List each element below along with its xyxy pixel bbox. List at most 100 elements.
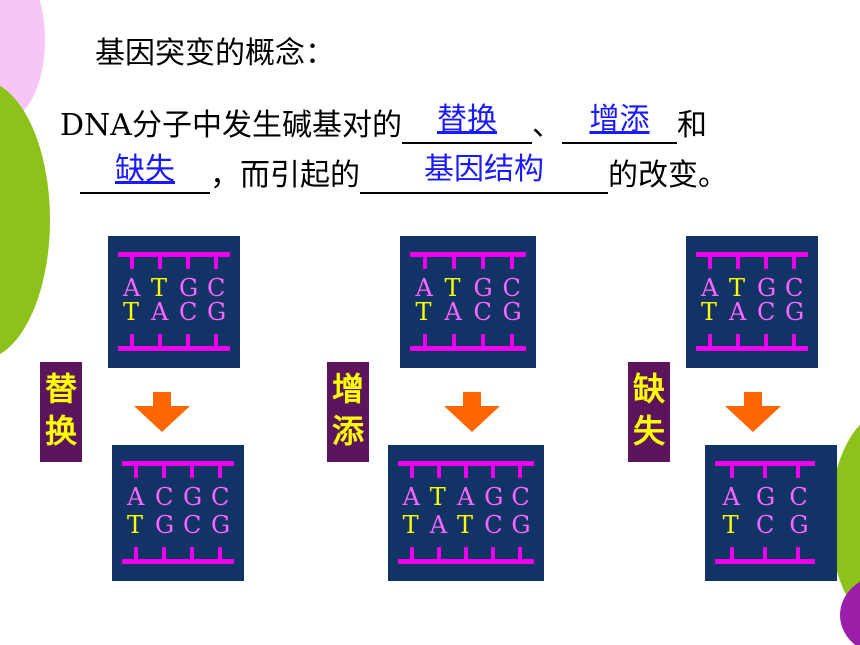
dna-tick bbox=[491, 465, 496, 478]
base-top: A bbox=[415, 274, 433, 302]
dna-tick bbox=[764, 256, 768, 269]
base-top: A bbox=[402, 483, 420, 511]
page-title: 基因突变的概念： bbox=[95, 36, 335, 71]
dna-tick bbox=[491, 547, 496, 560]
blank-2: 增添 bbox=[561, 102, 677, 144]
dna-tick bbox=[186, 334, 190, 347]
dna-tick bbox=[130, 334, 134, 347]
base-bottom: C bbox=[179, 298, 198, 326]
base-top: A bbox=[701, 274, 719, 302]
base-bottom: T bbox=[457, 511, 474, 539]
dna-tick bbox=[162, 465, 166, 478]
dna-tick bbox=[764, 334, 768, 347]
base-top: C bbox=[511, 483, 530, 511]
base-top: T bbox=[729, 274, 746, 302]
dna-tick bbox=[796, 465, 801, 478]
base-top: A bbox=[722, 483, 740, 511]
dna-strand-bottom bbox=[715, 559, 815, 564]
dna-strand-top bbox=[122, 461, 234, 466]
base-bottom: G bbox=[789, 511, 809, 539]
answer-3: 缺失 bbox=[115, 152, 175, 187]
base-top: G bbox=[757, 274, 777, 302]
dna-tick bbox=[214, 334, 218, 347]
base-top: G bbox=[473, 274, 493, 302]
dna-strand-top bbox=[696, 252, 808, 257]
dna-tick bbox=[436, 465, 441, 478]
dna-tick bbox=[792, 256, 796, 269]
dna-tick bbox=[729, 547, 734, 560]
dna-tick bbox=[422, 334, 427, 347]
base-top: G bbox=[484, 483, 504, 511]
dna-tick bbox=[464, 547, 468, 560]
dna-strand-bottom bbox=[118, 346, 230, 351]
dna-tick bbox=[763, 465, 767, 478]
blank-1: 替换 bbox=[401, 102, 532, 144]
dna-tick bbox=[436, 547, 441, 560]
base-top: G bbox=[756, 483, 776, 511]
dna-tick bbox=[214, 256, 218, 269]
dna-tick bbox=[190, 465, 194, 478]
dna-tick bbox=[729, 465, 734, 478]
base-top: C bbox=[502, 274, 521, 302]
base-top: T bbox=[444, 274, 461, 302]
base-top: T bbox=[151, 274, 168, 302]
base-top: G bbox=[183, 483, 203, 511]
base-bottom: C bbox=[757, 298, 776, 326]
base-bottom: G bbox=[785, 298, 805, 326]
dna-tick bbox=[792, 334, 796, 347]
decor-right bbox=[830, 424, 860, 645]
base-bottom: G bbox=[502, 298, 522, 326]
base-top: C bbox=[789, 483, 808, 511]
base-top: T bbox=[429, 483, 446, 511]
base-bottom: A bbox=[429, 511, 448, 539]
dna-tick bbox=[480, 256, 485, 269]
base-bottom: T bbox=[701, 298, 718, 326]
answer-4: 基因结构 bbox=[424, 152, 544, 187]
base-bottom: G bbox=[211, 511, 231, 539]
base-bottom: T bbox=[127, 511, 144, 539]
dna-tick bbox=[708, 334, 712, 347]
base-bottom: A bbox=[729, 298, 747, 326]
base-bottom: T bbox=[402, 511, 419, 539]
sentence-part-1: DNA分子中发生碱基对的 bbox=[60, 108, 402, 143]
blank-3: 缺失 bbox=[80, 152, 210, 194]
dna-tick bbox=[218, 547, 222, 560]
dna-tick bbox=[218, 465, 222, 478]
mutation-type-label: 替换 bbox=[40, 362, 82, 462]
sentence-sep-1: 、 bbox=[531, 108, 562, 143]
answer-1: 替换 bbox=[436, 102, 497, 137]
dna-tick bbox=[736, 256, 740, 269]
base-bottom: T bbox=[722, 511, 739, 539]
base-top: C bbox=[211, 483, 230, 511]
mutation-type-label: 缺失 bbox=[628, 362, 670, 462]
base-bottom: T bbox=[123, 298, 140, 326]
dna-tick bbox=[509, 256, 514, 269]
dna-tick bbox=[708, 256, 712, 269]
blank-4: 基因结构 bbox=[360, 152, 608, 194]
dna-tick bbox=[518, 465, 523, 478]
base-bottom: A bbox=[151, 298, 169, 326]
base-bottom: A bbox=[444, 298, 462, 326]
base-bottom: T bbox=[415, 298, 432, 326]
base-top: A bbox=[457, 483, 475, 511]
dna-tick bbox=[134, 547, 138, 560]
dna-tick bbox=[130, 256, 134, 269]
dna-tick bbox=[158, 256, 162, 269]
base-top: C bbox=[207, 274, 226, 302]
base-bottom: G bbox=[155, 511, 175, 539]
base-bottom: C bbox=[473, 298, 492, 326]
dna-tick bbox=[464, 465, 468, 478]
sentence-line-1: DNA分子中发生碱基对的替换、增添和 bbox=[60, 100, 707, 144]
dna-tick bbox=[422, 256, 427, 269]
down-arrow-icon bbox=[444, 392, 500, 432]
dna-tick bbox=[736, 334, 740, 347]
dna-strand-bottom bbox=[410, 346, 526, 351]
dna-tick bbox=[190, 547, 194, 560]
dna-tick bbox=[162, 547, 166, 560]
dna-tick bbox=[451, 334, 456, 347]
dna-strand-bottom bbox=[398, 559, 534, 564]
decor-left bbox=[0, 0, 50, 355]
